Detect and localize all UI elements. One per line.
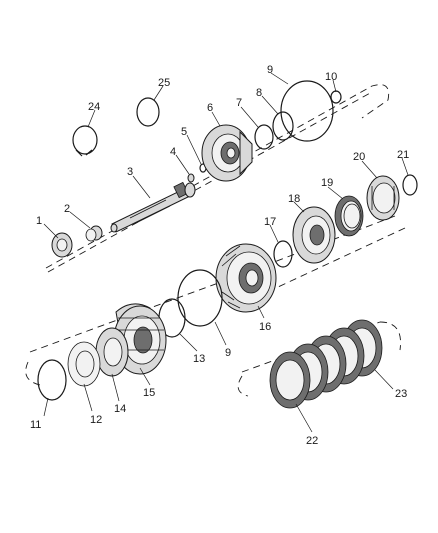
callout-23: 23 [395,388,407,400]
part-12-pressure-plate [67,341,101,387]
part-20-clutch-retainer [366,175,400,221]
callout-15: 15 [143,387,155,399]
callout-4: 4 [170,146,176,158]
part-19-clutch-pack [334,195,364,237]
part-11-snap-ring [37,359,67,401]
callout-21: 21 [397,149,409,161]
callout-20: 20 [353,151,365,163]
part-14-inner-hub [95,327,129,377]
callout-1: 1 [36,215,42,227]
callout-6: 6 [207,102,213,114]
part-17-seal-ring [273,240,293,268]
callout-5: 5 [181,126,187,138]
callout-16: 16 [259,321,271,333]
callout-25: 25 [158,77,170,89]
part-25-snap-ring [136,97,160,127]
callout-22: 22 [306,435,318,447]
part-22-23-clutch-plate-stack [269,319,383,409]
callout-19: 19 [321,177,333,189]
callout-18: 18 [288,193,300,205]
part-24-snap-ring [72,125,98,157]
callout-14: 14 [114,403,126,415]
part-21-snap-ring [402,174,418,196]
callout-24: 24 [88,101,100,113]
callout-7: 7 [236,97,242,109]
part-10-snap-ring [330,90,342,104]
part-9-o-ring-lower [177,269,223,327]
callout-9-lower: 9 [225,347,231,359]
callout-10: 10 [325,71,337,83]
part-1-washer [51,232,73,258]
callout-2: 2 [64,203,70,215]
part-2-bushing [85,225,103,242]
callout-11: 11 [30,419,41,431]
callout-17: 17 [264,216,276,228]
part-7-seal-ring [254,124,274,150]
part-4-seal [187,173,195,183]
callout-12: 12 [90,414,102,426]
callout-labels: 1 2 3 4 5 6 7 8 9 10 11 12 13 14 15 16 1… [30,64,409,447]
callout-9-upper: 9 [267,64,273,76]
part-9-o-ring-upper [280,80,334,142]
callout-3: 3 [127,166,133,178]
part-6-clutch-hub [201,124,253,182]
part-3-input-shaft [110,181,196,233]
part-18-piston [292,206,336,264]
callout-13: 13 [193,353,205,365]
callout-leader-lines [43,72,409,433]
part-8-seal-ring [272,111,294,141]
part-16-clutch-housing [215,243,277,313]
callout-8: 8 [256,87,262,99]
